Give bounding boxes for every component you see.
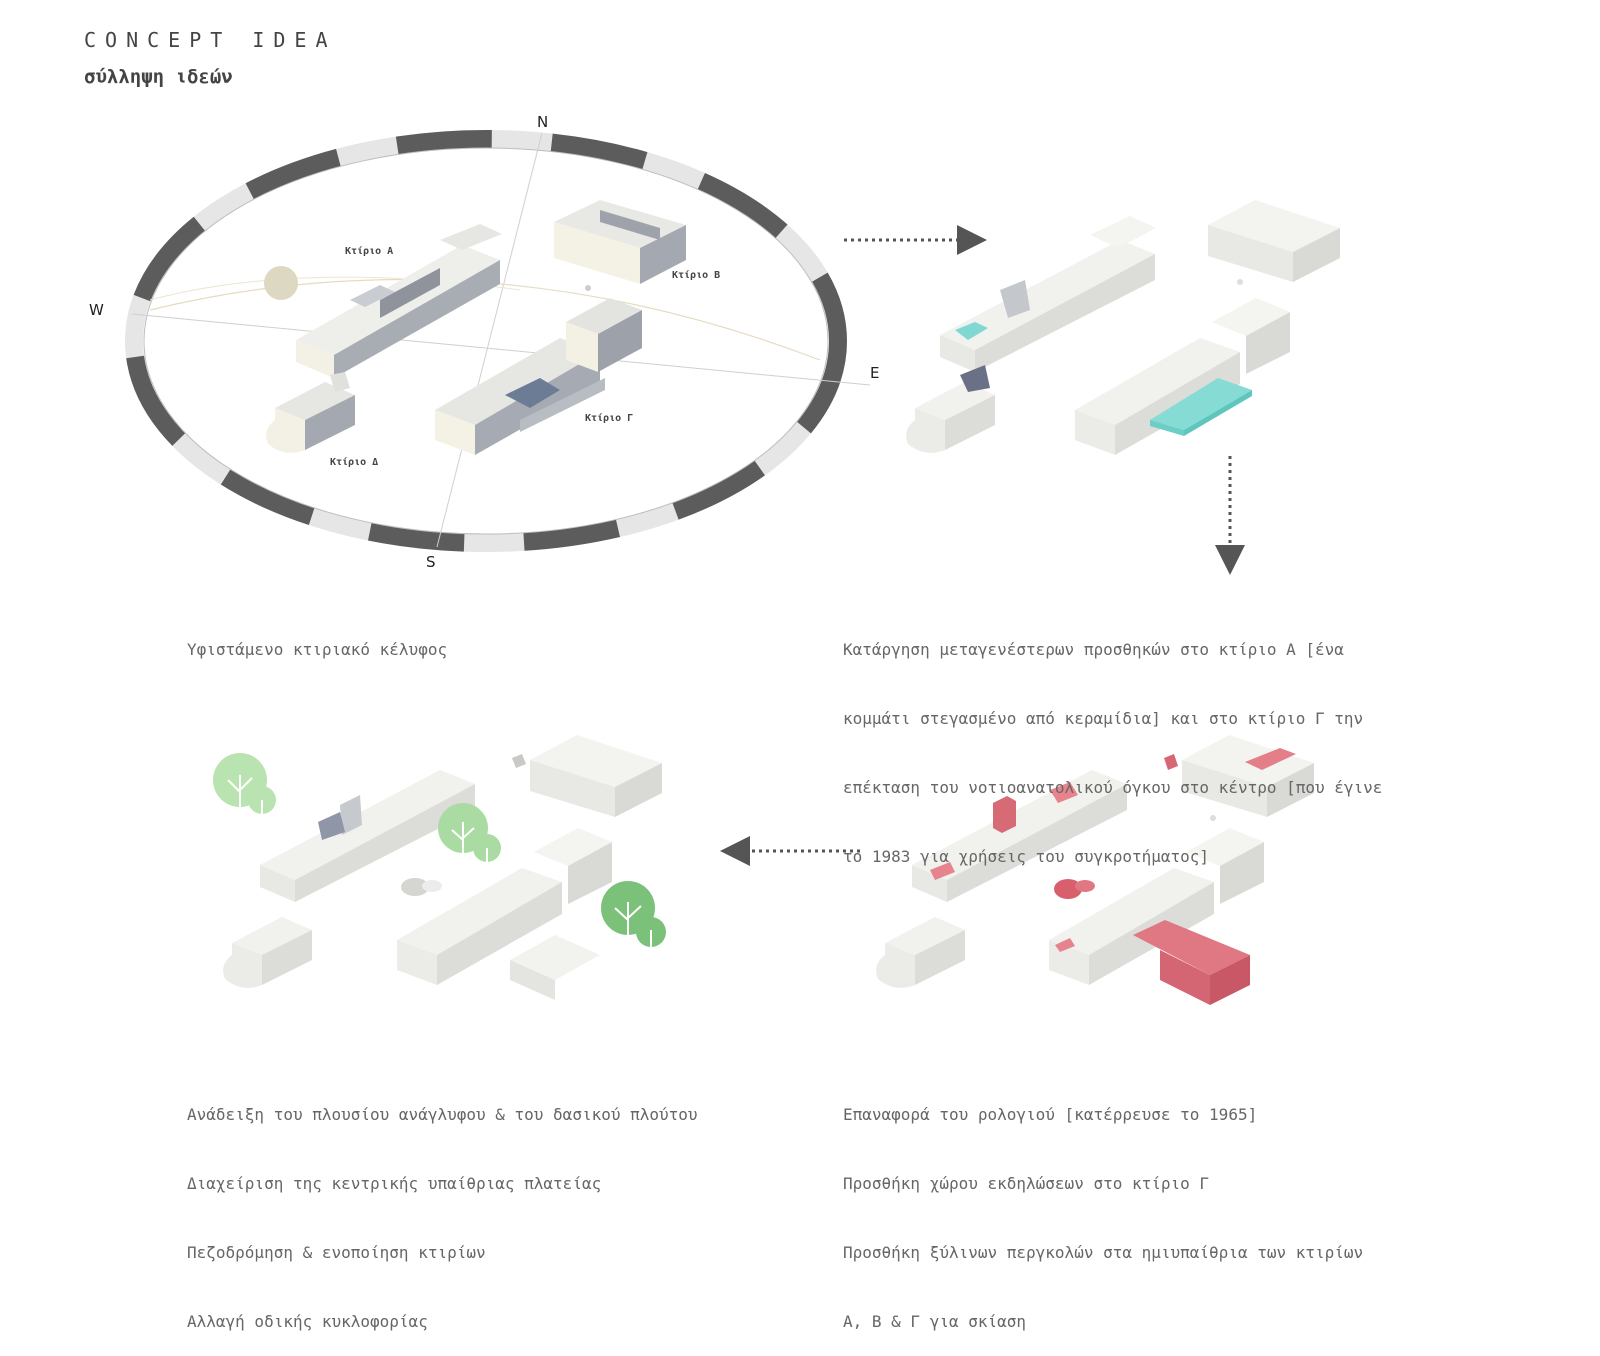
removal-building-c [1075, 298, 1290, 455]
building-a-label: Κτίριο Α [345, 245, 393, 257]
caption-removal: Κατάργηση μεταγενέστερων προσθηκών στο κ… [843, 640, 1383, 866]
page-subtitle: σύλληψη ιδεών [84, 66, 233, 88]
clock-tower [993, 796, 1016, 833]
compass-south-label: S [426, 553, 436, 571]
restoration-building-a [912, 770, 1127, 902]
page-title: CONCEPT IDEA [84, 28, 337, 52]
compass-west-label: W [89, 301, 104, 319]
removal-building-b [1208, 200, 1340, 282]
building-b-label: Κτίριο Β [672, 269, 720, 281]
removal-building-d [906, 365, 995, 453]
panel-restoration [876, 735, 1314, 1005]
caption-existing: Υφιστάμενο κτιριακό κέλυφος [187, 640, 448, 659]
building-a-massing [296, 224, 502, 378]
removed-extension-c [1150, 378, 1252, 430]
compass-east-label: E [870, 364, 879, 382]
restoration-building-b [1164, 735, 1314, 817]
tree-icon [213, 753, 276, 825]
caption-landscape: Ανάδειξη του πλουσίου ανάγλυφου & του δα… [187, 1105, 698, 1331]
compass-we-line [131, 313, 871, 386]
pergola-b [1245, 748, 1296, 770]
building-b-massing [554, 200, 686, 284]
building-c-label: Κτίριο Γ [585, 412, 633, 424]
panel-existing: N S E W [89, 113, 879, 571]
compass-ring-inner [143, 147, 829, 535]
panel-landscape [213, 735, 666, 1000]
building-c-massing [435, 298, 642, 455]
landscape-building-d [223, 917, 312, 988]
building-d-label: Κτίριο Δ [330, 456, 378, 468]
sun-icon [264, 266, 298, 300]
removed-roof-a [955, 322, 988, 340]
caption-restoration: Επαναφορά του ρολογιού [κατέρρευσε το 19… [843, 1105, 1364, 1331]
tree-icon [601, 881, 666, 952]
event-space-c [1133, 920, 1250, 975]
restoration-building-c [1049, 828, 1264, 1005]
compass-ring-segments [125, 130, 847, 552]
building-d-massing [266, 372, 355, 453]
tree-icon [438, 803, 501, 870]
restored-fountain [1054, 879, 1082, 899]
landscape-building-b [512, 735, 662, 817]
fountain-icon [401, 878, 429, 896]
restoration-building-d [876, 917, 965, 988]
compass-north-label: N [537, 113, 548, 131]
removal-building-a [940, 216, 1156, 372]
landscape-building-a [260, 770, 475, 902]
concept-diagram: N S E W [89, 113, 1340, 1005]
compass-ns-line [436, 132, 543, 548]
landscape-building-c [397, 828, 612, 1000]
panel-removal [906, 200, 1340, 455]
small-object [585, 285, 591, 291]
